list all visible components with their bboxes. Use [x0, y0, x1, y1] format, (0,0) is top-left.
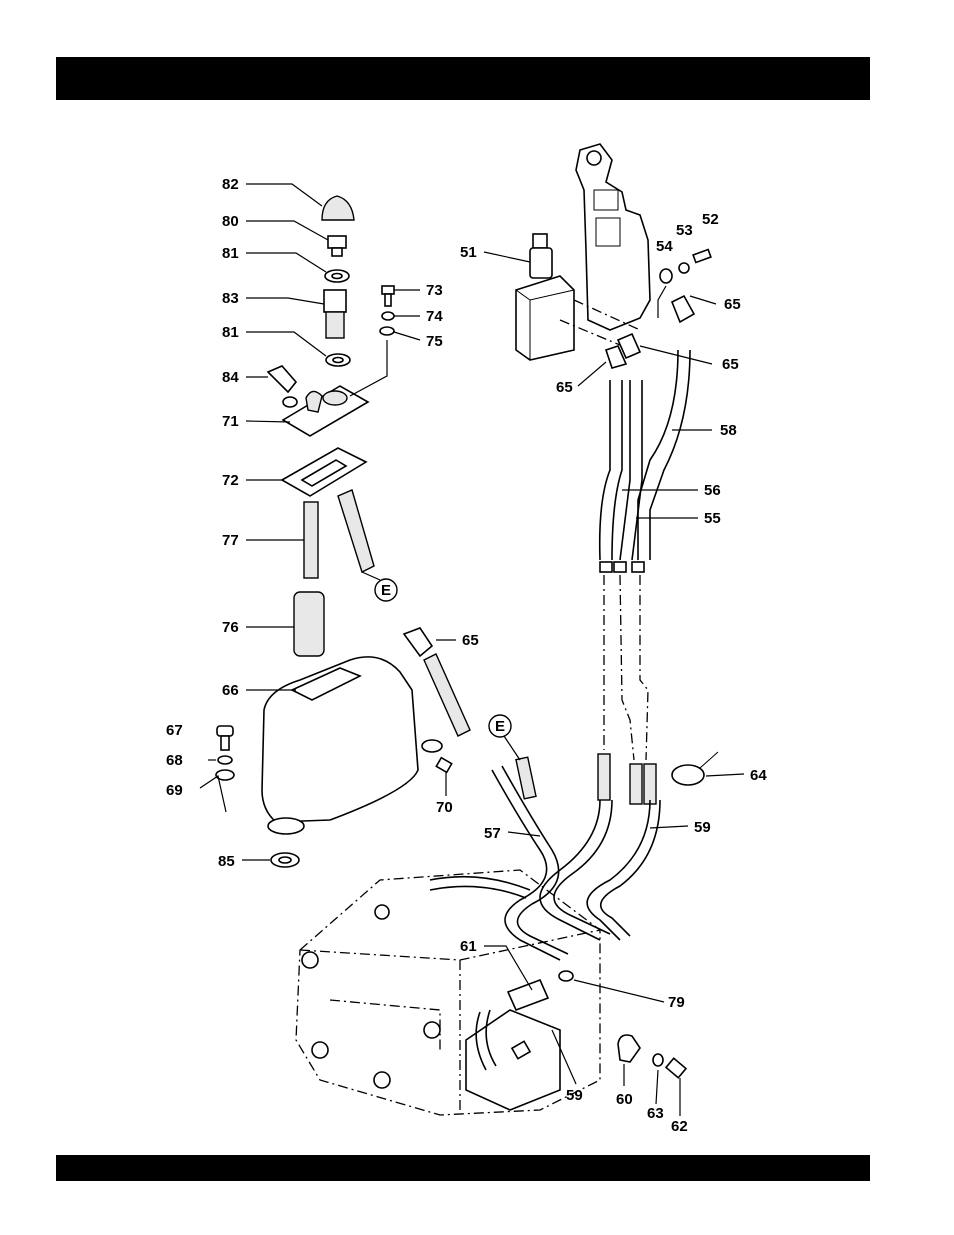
callout-58: 58 — [720, 422, 737, 439]
callout-73: 73 — [426, 282, 443, 299]
callout-71: 71 — [222, 413, 239, 430]
callout-53: 53 — [676, 222, 693, 239]
hose-to-E — [338, 490, 374, 572]
part-61-bracket — [508, 980, 548, 1010]
callout-79: 79 — [668, 994, 685, 1011]
callout-80: 80 — [222, 213, 239, 230]
part-75-washer — [380, 327, 394, 335]
callout-81-upper: 81 — [222, 245, 239, 262]
callout-54: 54 — [656, 238, 673, 255]
hose-end-lower-3 — [644, 764, 656, 804]
part-66-tank — [262, 657, 442, 834]
callout-83: 83 — [222, 290, 239, 307]
callout-67: 67 — [166, 722, 183, 739]
connector-E-lower-label: E — [495, 718, 505, 735]
callout-65-left: 65 — [556, 379, 573, 396]
part-79-fitting — [559, 971, 573, 981]
callout-52: 52 — [702, 211, 719, 228]
callout-75: 75 — [426, 333, 443, 350]
callout-70: 70 — [436, 799, 453, 816]
part-53-lockwasher — [679, 263, 689, 273]
callout-65-middle: 65 — [722, 356, 739, 373]
callout-62: 62 — [671, 1118, 688, 1135]
part-76-filter — [294, 592, 324, 656]
part-54-washer — [660, 269, 672, 283]
part-63-washer — [653, 1054, 663, 1066]
callout-84: 84 — [222, 369, 239, 386]
callout-57: 57 — [484, 825, 501, 842]
part-74-lockwasher — [382, 312, 394, 320]
part-64-clamp — [672, 752, 718, 785]
callout-74: 74 — [426, 308, 443, 325]
callout-68: 68 — [166, 752, 183, 769]
callout-82: 82 — [222, 176, 239, 193]
part-65-elbow-tank — [404, 628, 432, 656]
hose-end-lower-1 — [598, 754, 610, 800]
callout-72: 72 — [222, 472, 239, 489]
connector-E-upper: E — [375, 579, 397, 601]
hose-end-lower-2 — [630, 764, 642, 804]
part-80-plug — [328, 236, 346, 256]
callout-81-lower: 81 — [222, 324, 239, 341]
part-52-bolt — [693, 250, 711, 263]
part-65-elbow-right — [672, 296, 694, 322]
callout-63: 63 — [647, 1105, 664, 1122]
callout-65-right: 65 — [724, 296, 741, 313]
part-68-lockwasher — [218, 756, 232, 764]
callout-59-lower: 59 — [566, 1087, 583, 1104]
part-70-screw — [436, 758, 451, 773]
callout-64: 64 — [750, 767, 767, 784]
connector-E-upper-label: E — [381, 582, 391, 599]
part-83-adaptor — [324, 290, 346, 338]
pump-motor — [466, 1010, 560, 1110]
hose-tank-return — [424, 654, 470, 736]
hose-end-E — [516, 757, 536, 799]
part-84-elbow — [268, 366, 297, 407]
callout-76: 76 — [222, 619, 239, 636]
callout-69: 69 — [166, 782, 183, 799]
mounting-bracket — [576, 144, 650, 330]
callout-56: 56 — [704, 482, 721, 499]
part-60-clip — [618, 1035, 640, 1062]
callout-66: 66 — [222, 682, 239, 699]
leader-lines — [200, 184, 744, 1116]
part-77-nipple — [304, 502, 318, 578]
hoses-55-56-58 — [600, 350, 690, 572]
part-72-gasket — [282, 448, 366, 496]
part-51-valve — [516, 234, 574, 360]
connector-E-lower: E — [489, 715, 511, 737]
callout-59-upper: 59 — [694, 819, 711, 836]
callout-65-tank: 65 — [462, 632, 479, 649]
callout-60: 60 — [616, 1091, 633, 1108]
part-67-bolt — [217, 726, 233, 750]
callout-51: 51 — [460, 244, 477, 261]
callout-77: 77 — [222, 532, 239, 549]
part-82-cap — [322, 196, 354, 220]
part-73-bolt — [382, 286, 394, 306]
braided-hoses-57-59 — [430, 766, 660, 960]
part-62-bolt — [666, 1058, 686, 1077]
callout-85: 85 — [218, 853, 235, 870]
callout-61: 61 — [460, 938, 477, 955]
callout-55: 55 — [704, 510, 721, 527]
